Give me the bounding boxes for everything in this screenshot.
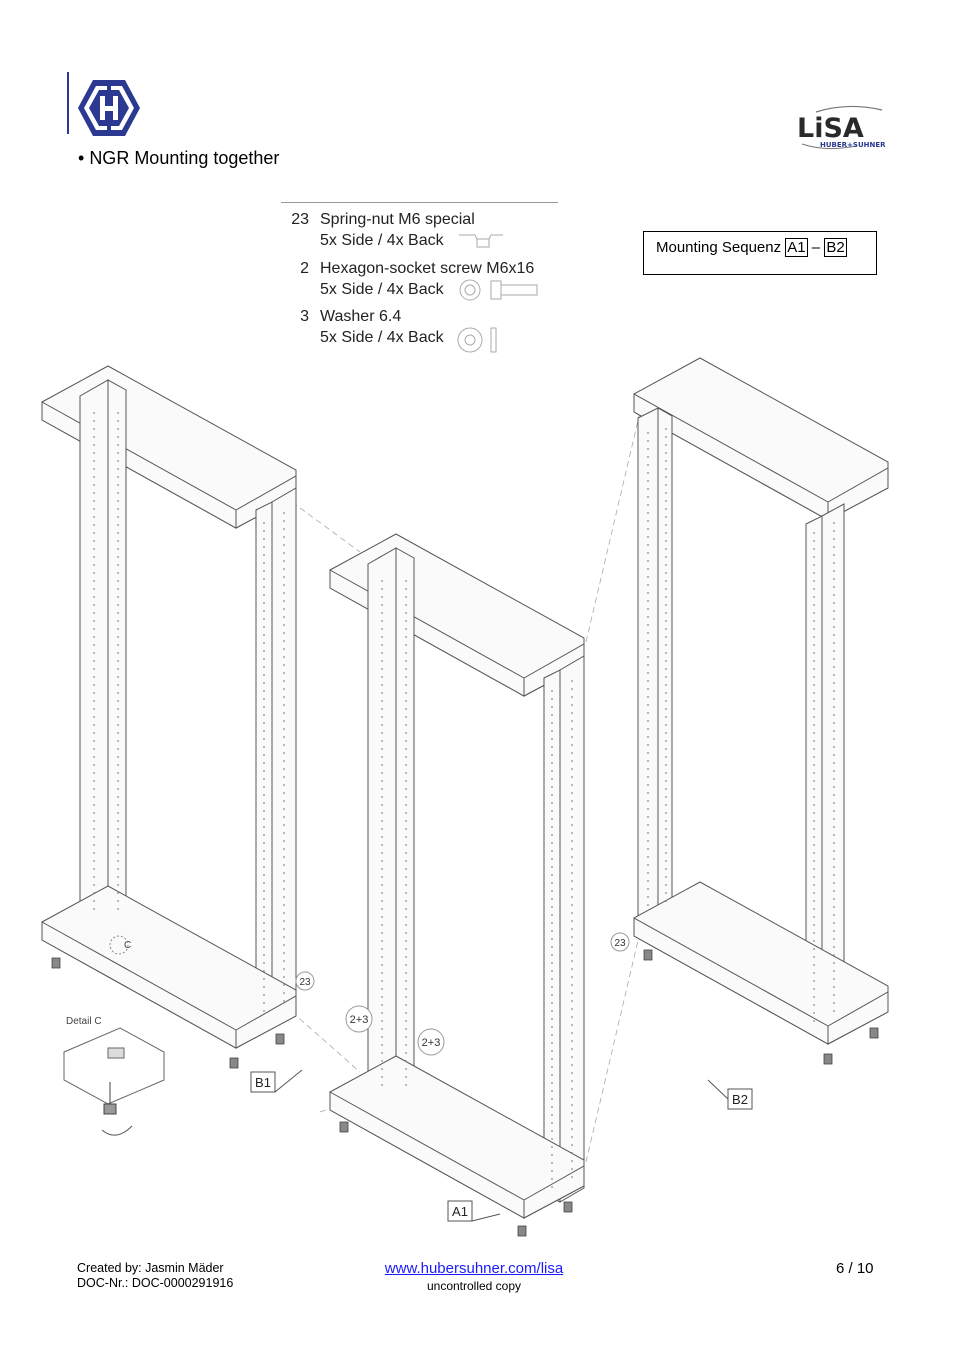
part-qty: 5x Side / 4x Back — [320, 281, 444, 298]
frame-label-b1: B1 — [255, 1075, 271, 1090]
part-number: 2 — [300, 260, 309, 277]
header-rule — [67, 72, 69, 134]
frame-label-a1: A1 — [452, 1204, 468, 1219]
callout-label: 2+3 — [350, 1014, 369, 1026]
part-number: 3 — [300, 308, 309, 325]
callout-label: 2+3 — [422, 1037, 441, 1049]
spring-nut-icon — [459, 234, 503, 248]
heading-text: NGR Mounting together — [89, 148, 280, 168]
lisa-logo: LiSA HUBER+SUHNER — [796, 104, 888, 152]
page-number: 6 / 10 — [836, 1260, 874, 1277]
part-name: Hexagon-socket screw M6x16 — [320, 260, 535, 277]
sequence-start: A1 — [785, 238, 808, 257]
doc-number: DOC-Nr.: DOC-0000291916 — [77, 1276, 234, 1290]
detail-label: Detail C — [66, 1016, 102, 1027]
sequence-end: B2 — [824, 238, 847, 257]
parts-divider — [281, 202, 558, 203]
created-by: Created by: Jasmin Mäder — [77, 1261, 224, 1275]
callout-label: 23 — [299, 977, 311, 988]
lisa-logo-text: LiSA — [797, 113, 864, 144]
leveling-feet — [51, 949, 879, 1237]
rack-frame-a1 — [329, 533, 585, 1219]
washer-icon — [457, 327, 497, 353]
screw-icon — [459, 279, 538, 301]
part-name: Washer 6.4 — [320, 308, 402, 325]
frame-label-b2: B2 — [732, 1092, 748, 1107]
footer-meta: Created by: Jasmin Mäder DOC-Nr.: DOC-00… — [77, 1261, 233, 1291]
part-name: Spring-nut M6 special — [320, 211, 475, 228]
callout-circle — [295, 971, 315, 991]
a1-hole-pattern — [381, 580, 573, 1188]
callouts: 23 2+3 2+3 23 — [295, 932, 630, 1056]
callout-label: 23 — [614, 938, 626, 949]
callout-circle — [417, 1028, 445, 1056]
page-heading: •NGR Mounting together — [78, 148, 279, 169]
callout-circle — [345, 1005, 373, 1033]
b2-hole-pattern — [647, 428, 835, 1022]
website-link[interactable]: www.hubersuhner.com/lisa — [384, 1260, 564, 1277]
sequence-label: Mounting Sequenz — [656, 239, 782, 256]
bullet: • — [78, 148, 85, 168]
b1-hole-pattern — [93, 412, 285, 1012]
lisa-logo-subtext: HUBER+SUHNER — [820, 141, 886, 149]
part-qty: 5x Side / 4x Back — [320, 232, 444, 249]
part-qty: 5x Side / 4x Back — [320, 329, 444, 346]
rack-frame-b1 — [41, 365, 297, 1049]
assembly-guide-lines — [291, 411, 641, 1163]
footer-center: www.hubersuhner.com/lisa uncontrolled co… — [354, 1260, 594, 1293]
detail-c: Detail C C — [63, 935, 165, 1136]
rack-frame-b2 — [633, 357, 889, 1045]
frame-labels: B1 A1 B2 — [250, 1069, 753, 1222]
copy-note: uncontrolled copy — [426, 1279, 522, 1293]
assembly-drawing: 23 2+3 2+3 23 B1 A1 B2 Detail C C — [41, 357, 889, 1237]
huber-suhner-logo — [78, 80, 140, 136]
part-number: 23 — [291, 211, 309, 228]
sequence-dash: – — [811, 239, 821, 256]
mounting-sequence-text: Mounting Sequenz A1 – B2 — [656, 238, 847, 257]
callout-circle — [610, 932, 630, 952]
mounting-sequence-box: Mounting Sequenz A1 – B2 — [643, 231, 877, 275]
